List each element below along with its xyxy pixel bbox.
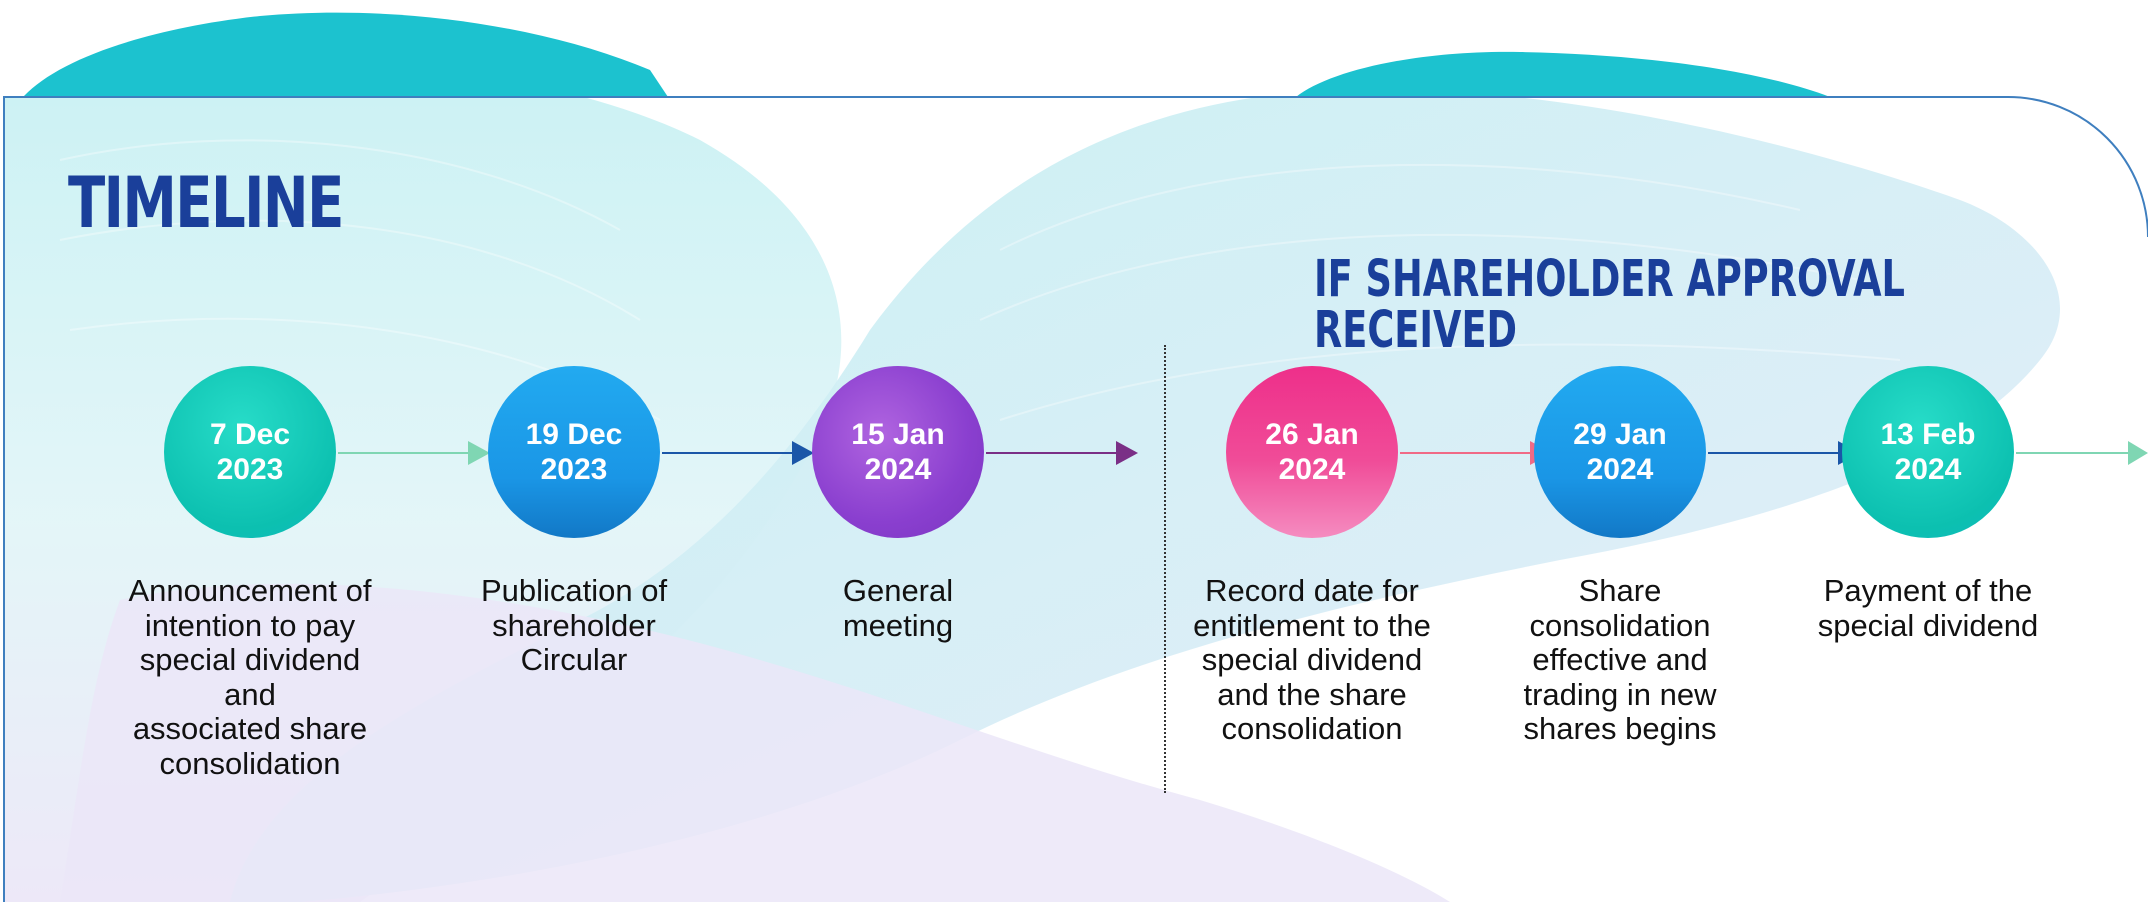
description-line: shares begins — [1523, 711, 1717, 746]
approval-subtitle: IF SHAREHOLDER APPROVAL RECEIVED — [1314, 250, 1905, 360]
event-circle-6: 13 Feb 2024 — [1842, 366, 2014, 538]
event-circle-4: 26 Jan 2024 — [1226, 366, 1398, 538]
description-line: entitlement to the — [1193, 607, 1431, 643]
connector-arrow-1 — [338, 441, 490, 465]
event-description-4: Record date for entitlement to the speci… — [1177, 573, 1447, 747]
description-line: and the share — [1217, 676, 1407, 712]
description-line: meeting — [842, 607, 954, 643]
event-circle-3: 15 Jan 2024 — [812, 366, 984, 538]
event-circle-5: 29 Jan 2024 — [1534, 366, 1706, 538]
event-description-3: General meeting — [763, 573, 1033, 643]
description-line: effective and — [1532, 642, 1708, 677]
connector-arrow-4 — [1400, 441, 1552, 465]
phase-divider — [1164, 345, 1166, 793]
description-line: associated share — [132, 711, 368, 746]
description-line: General — [842, 573, 954, 608]
event-date-year: 2024 — [1278, 453, 1346, 486]
connector-arrow-5 — [1708, 441, 1860, 465]
event-date-day: 19 Dec — [525, 418, 623, 451]
event-date-year: 2024 — [1894, 453, 1962, 486]
event-description-2: Publication of shareholder Circular — [439, 573, 709, 678]
timeline-title: TIMELINE — [68, 162, 344, 244]
description-line: Record date for — [1205, 573, 1419, 608]
event-description-5: Share consolidation effective and tradin… — [1485, 573, 1755, 747]
brush-top-right — [1296, 51, 1830, 97]
event-date-day: 7 Dec — [209, 418, 291, 451]
description-line: Share — [1578, 573, 1662, 608]
event-date-year: 2023 — [216, 453, 284, 486]
event-date-day: 26 Jan — [1265, 418, 1359, 451]
description-line: consolidation — [159, 745, 341, 781]
event-description-1: Announcement of intention to pay special… — [115, 573, 385, 781]
description-line: consolidation — [1529, 607, 1711, 643]
description-line: Announcement of — [128, 573, 372, 608]
description-line: Circular — [520, 642, 628, 677]
description-line: shareholder — [492, 607, 656, 643]
event-date-year: 2024 — [864, 453, 932, 486]
connector-arrow-6 — [2016, 441, 2148, 465]
connector-arrow-3 — [986, 441, 1138, 465]
connector-arrow-2 — [662, 441, 814, 465]
description-line: special dividend — [1817, 607, 2039, 643]
event-date-year: 2024 — [1586, 453, 1654, 486]
description-line: trading in new — [1523, 676, 1717, 712]
event-date-day: 13 Feb — [1880, 418, 1976, 451]
description-line: special dividend and — [139, 642, 361, 712]
description-line: Payment of the — [1823, 573, 2033, 608]
description-line: intention to pay — [144, 607, 356, 643]
brush-blob-bottom — [60, 583, 1450, 902]
event-circle-1: 7 Dec 2023 — [164, 366, 336, 538]
event-circle-2: 19 Dec 2023 — [488, 366, 660, 538]
description-line: Publication of — [480, 573, 668, 608]
panel-frame — [3, 96, 2148, 902]
event-date-day: 29 Jan — [1573, 418, 1667, 451]
event-description-6: Payment of the special dividend — [1793, 573, 2063, 643]
brush-top-left — [24, 12, 668, 98]
description-line: special dividend — [1201, 642, 1423, 677]
event-date-day: 15 Jan — [851, 418, 945, 451]
description-line: consolidation — [1221, 711, 1403, 746]
event-date-year: 2023 — [540, 453, 608, 486]
